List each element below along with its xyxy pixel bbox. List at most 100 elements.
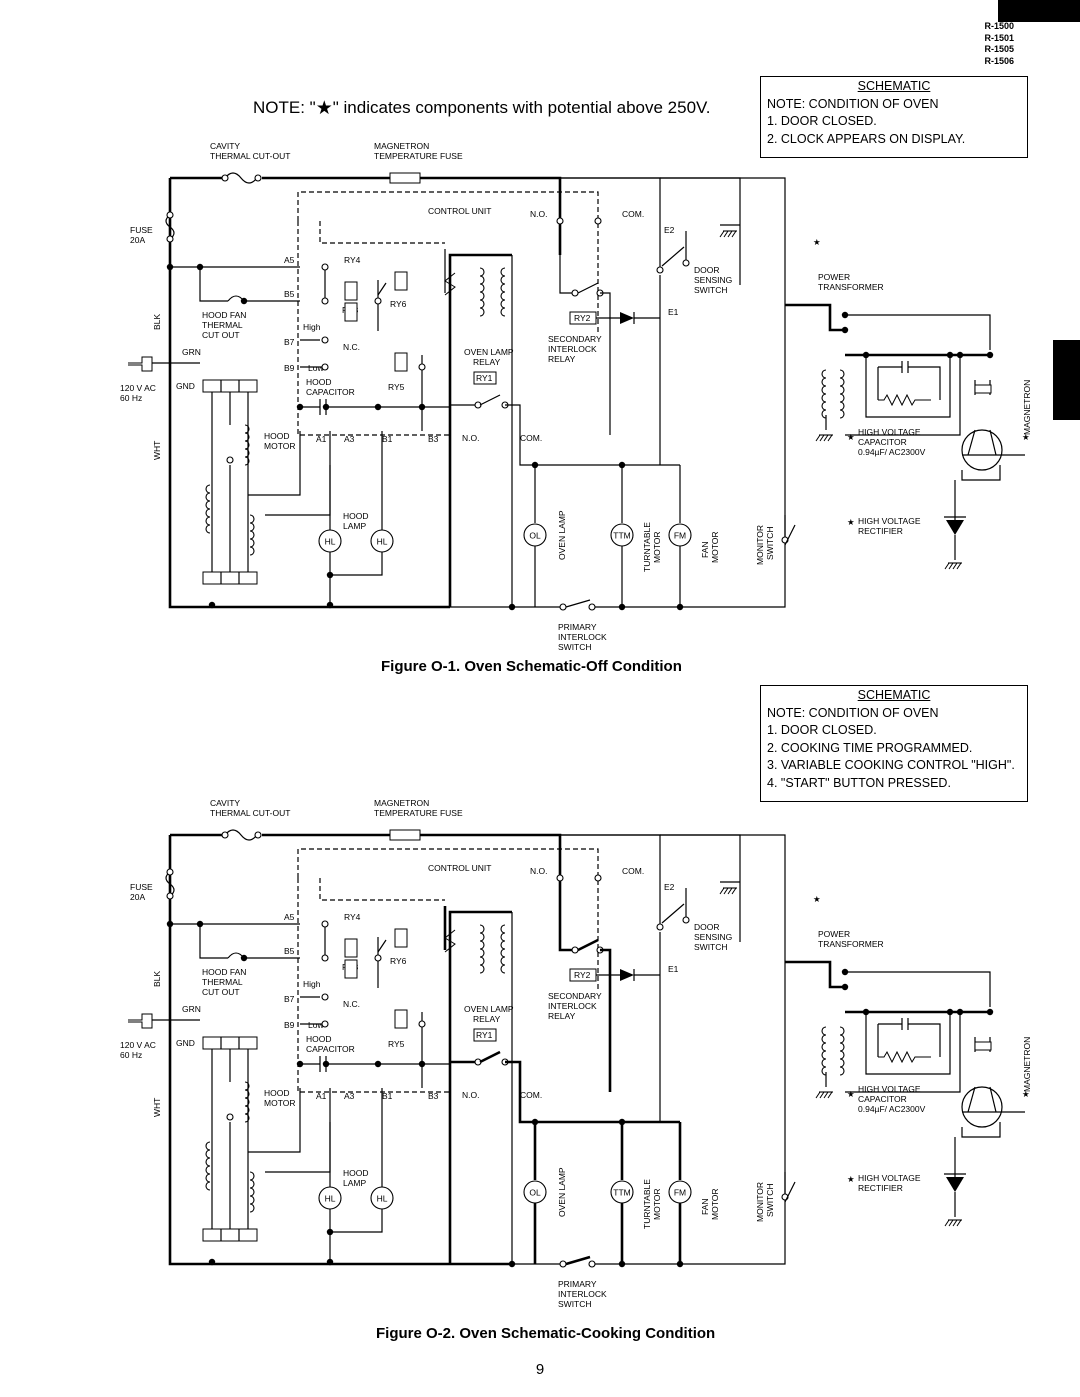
wire: [505, 404, 521, 435]
wire: [944, 562, 950, 570]
schematic-label: RELAY: [473, 1014, 501, 1024]
schematic-label: OVEN LAMP: [464, 347, 514, 357]
wire: [845, 355, 961, 436]
schematic-label: ★: [847, 1089, 855, 1099]
wire: [479, 394, 501, 406]
schematic-condition-box-1: SCHEMATIC NOTE: CONDITION OF OVEN 1. DOO…: [760, 76, 1028, 158]
terminal: [254, 831, 262, 839]
terminal: [321, 297, 329, 305]
schematic-label: RY6: [390, 299, 407, 309]
schematic-label: CAVITY: [210, 798, 240, 808]
schematic-label: HL: [377, 1194, 388, 1204]
schematic-label: HIGH VOLTAGE: [858, 1173, 921, 1183]
wire: [565, 599, 591, 608]
thermal-cutout-symbol: [224, 172, 258, 184]
wire: [815, 434, 821, 442]
wire: [565, 1255, 591, 1266]
schematic-label: E1: [668, 307, 679, 317]
terminal: [321, 263, 329, 271]
coil: [249, 514, 255, 556]
schematic-label: CAPACITOR: [306, 387, 355, 397]
schematic-label: GRN: [182, 1004, 201, 1014]
ry1-box: [473, 1028, 497, 1042]
schematic-label: INTERLOCK: [548, 1001, 597, 1011]
terminal: [556, 217, 564, 225]
wire: [723, 887, 729, 895]
schematic-label: SENSING: [694, 932, 732, 942]
junction-dot: [618, 1118, 626, 1126]
resistor-symbol: [878, 393, 931, 407]
coil: [244, 1081, 250, 1123]
schematic-label: POWER: [818, 929, 850, 939]
schematic-label: 0.94µF/ AC2300V: [858, 447, 926, 457]
schematic-label: DOOR: [694, 922, 720, 932]
schematic-label: COM.: [622, 209, 644, 219]
wire: [845, 314, 991, 350]
junction-dot: [296, 1060, 304, 1068]
schematic-label: COM.: [520, 433, 542, 443]
schematic-label: CAPACITOR: [858, 1094, 907, 1104]
box-line: NOTE: CONDITION OF OVEN: [767, 705, 939, 720]
terminal: [321, 993, 329, 1001]
schematic-label: MOTOR: [264, 1098, 295, 1108]
junction-dot: [618, 1260, 626, 1268]
junction-dot: [676, 1260, 684, 1268]
schematic-label: SWITCH: [765, 526, 775, 560]
schematic-label: SECONDARY: [548, 334, 602, 344]
schematic-label: RY1: [476, 373, 493, 383]
schematic-label: SECONDARY: [548, 991, 602, 1001]
schematic-label: SWITCH: [558, 1299, 592, 1309]
schematic-label: B1: [382, 434, 393, 444]
schematic-label: ★: [1022, 432, 1030, 442]
schematic-label: MONITOR: [755, 1182, 765, 1222]
schematic-label: HOOD: [343, 1168, 369, 1178]
schematic-label: 120 V AC: [120, 383, 156, 393]
schematic-label: ★: [847, 1174, 855, 1184]
schematic-label: RY2: [574, 970, 591, 980]
schematic-label: B5: [284, 289, 295, 299]
wire: [723, 230, 729, 238]
schematic-label: HIGH VOLTAGE: [858, 1084, 921, 1094]
terminal: [594, 874, 602, 882]
schematic-label: N.O.: [462, 433, 479, 443]
junction-dot: [418, 1060, 426, 1068]
terminal: [254, 174, 262, 182]
terminal-block: [202, 379, 258, 393]
schematic-label: HL: [377, 537, 388, 547]
schematic-label: HOOD: [343, 511, 369, 521]
wire: [944, 1219, 950, 1227]
wire: [827, 434, 833, 442]
coil: [205, 1141, 211, 1191]
terminal: [682, 916, 690, 924]
wire: [908, 366, 941, 400]
coil: [479, 924, 485, 974]
schematic-label: RELAY: [548, 1011, 576, 1021]
wire: [479, 1050, 501, 1064]
wire: [819, 434, 825, 442]
wire: [956, 562, 962, 570]
wire: [319, 878, 445, 901]
box-line: 3. VARIABLE COOKING CONTROL "HIGH".: [767, 758, 1015, 772]
schematic-label: 0.94µF/ AC2300V: [858, 1104, 926, 1114]
schematic-label: FM: [674, 1188, 686, 1198]
schematic-label: FUSE: [130, 882, 153, 892]
schematic-label: MOTOR: [710, 532, 720, 563]
schematic-label: A3: [344, 1091, 355, 1101]
terminal: [221, 831, 229, 839]
schematic-label: 60 Hz: [120, 1050, 142, 1060]
schematic-label: RY1: [476, 1030, 493, 1040]
schematic-label: WHT: [152, 1098, 162, 1117]
relay-coil-ry4: [344, 938, 358, 958]
schematic-label: RY4: [344, 255, 361, 265]
wire: [727, 887, 733, 895]
junction-dot: [296, 403, 304, 411]
schematic-label: B5: [284, 946, 295, 956]
schematic-label: N.C.: [343, 999, 360, 1009]
schematic-label: COM.: [520, 1090, 542, 1100]
schematic-label: CONTROL UNIT: [428, 863, 491, 873]
model-number: R-1500: [984, 21, 1014, 31]
terminal: [374, 954, 382, 962]
wire: [519, 435, 680, 466]
coil: [205, 484, 211, 534]
schematic-label: TTM: [613, 531, 630, 541]
